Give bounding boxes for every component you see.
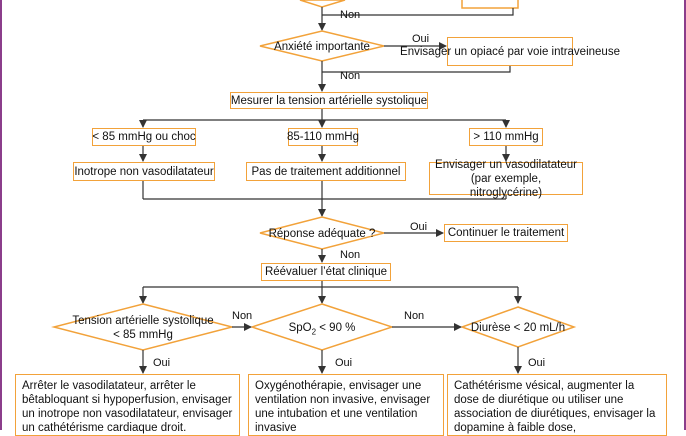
spo2-prefix: SpO <box>288 322 312 334</box>
label-non-tas: Non <box>232 310 253 322</box>
label-non-spo2: Non <box>404 310 425 322</box>
spo2-sub: 2 <box>311 327 317 337</box>
action-diurese-box: Cathétérisme vésical, augmenter la dose … <box>447 374 667 436</box>
label-non-1: Non <box>340 9 361 21</box>
reevaluer-box: Réévaluer l’état clinique <box>261 263 391 281</box>
continuer-box: Continuer le traitement <box>444 224 568 242</box>
label-oui-reponse: Oui <box>410 221 428 233</box>
label-non-anxiete: Non <box>340 70 361 82</box>
top-partial-diamond <box>299 0 346 8</box>
right-margin-rule <box>684 0 686 430</box>
action-tas-box: Arrêter le vasodilatateur, arrêter le bê… <box>15 374 240 436</box>
cat-high-box: > 110 mmHg <box>469 128 543 146</box>
label-oui-anxiete: Oui <box>412 33 430 45</box>
vasodil-box: Envisager un vasodilatateur (par exemple… <box>429 159 583 199</box>
top-partial-box <box>461 0 519 9</box>
tas-text-line1: Tension artérielle systolique <box>72 315 214 327</box>
cat-mid-box: 85-110 mmHg <box>287 128 359 146</box>
spo2-text: SpO2 < 90 % <box>272 321 372 339</box>
action-spo2-box: Oxygénothérapie, envisager une ventilati… <box>248 374 444 436</box>
pas-traitement-box: Pas de traitement additionnel <box>246 162 406 181</box>
left-margin-rule <box>0 0 2 430</box>
label-oui-diurese: Oui <box>528 357 546 369</box>
diurese-text: Diurèse < 20 mL/h <box>470 322 566 334</box>
label-non-reponse: Non <box>340 249 361 261</box>
cat-low-box: < 85 mmHg ou choc <box>92 128 196 146</box>
tas-text: Tension artérielle systolique < 85 mmHg <box>63 314 223 342</box>
label-oui-tas: Oui <box>153 357 171 369</box>
anxiete-text: Anxiété importante <box>274 41 370 53</box>
inotrope-box: Inotrope non vasodilatateur <box>73 162 215 181</box>
reponse-text: Réponse adéquate ? <box>268 228 376 240</box>
label-oui-spo2: Oui <box>335 357 353 369</box>
spo2-suffix: < 90 % <box>316 322 356 334</box>
mesurer-box: Mesurer la tension artérielle systolique <box>230 92 428 109</box>
tas-text-line2: < 85 mmHg <box>113 329 173 341</box>
opiace-box: Envisager un opiacé par voie intraveineu… <box>400 37 620 66</box>
